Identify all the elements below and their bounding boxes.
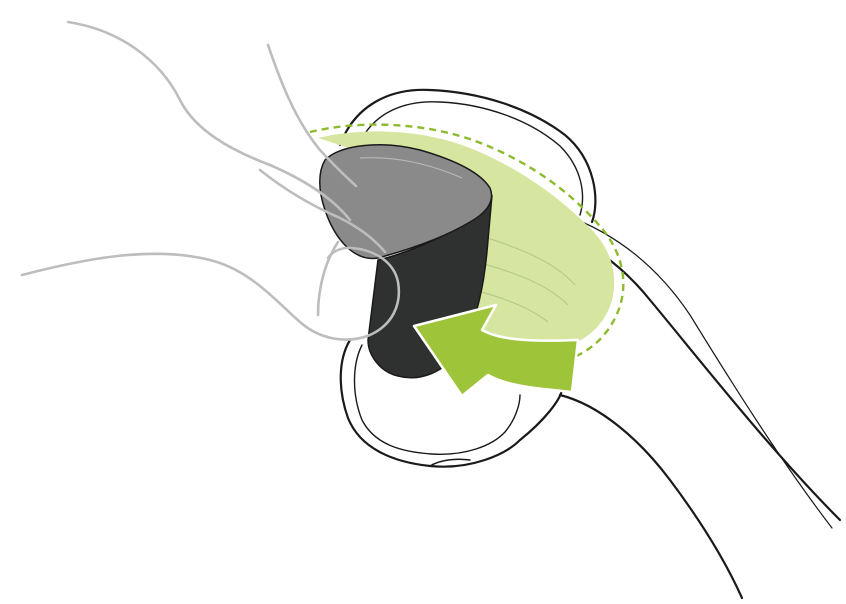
cable-inner-line	[558, 393, 744, 600]
ear-tip-highlight	[359, 157, 463, 179]
finger-lower-line	[258, 168, 387, 254]
finger-top-line	[266, 43, 358, 188]
finger-upper-line	[66, 20, 352, 222]
ear-wing-dashed-outline	[309, 123, 625, 360]
nozzle-inner-outline	[353, 344, 521, 455]
ear-wing-line	[477, 234, 576, 286]
nozzle-side-line	[429, 458, 471, 467]
ear-wing-fill	[318, 131, 615, 352]
ear-wing-line	[473, 289, 549, 323]
cable-edge-line	[564, 214, 833, 529]
thumb-nail-line	[316, 240, 340, 317]
housing-inner-contour	[359, 101, 584, 216]
rotate-direction-arrow	[412, 303, 580, 398]
earphone-body	[338, 88, 842, 600]
curved-arrow-left-icon	[412, 303, 580, 398]
fingers-icon	[20, 20, 401, 341]
ear-wing	[309, 123, 625, 360]
housing-outer-contour	[338, 88, 597, 224]
ear-wing-line	[475, 261, 569, 306]
thumb-outline	[20, 246, 401, 341]
